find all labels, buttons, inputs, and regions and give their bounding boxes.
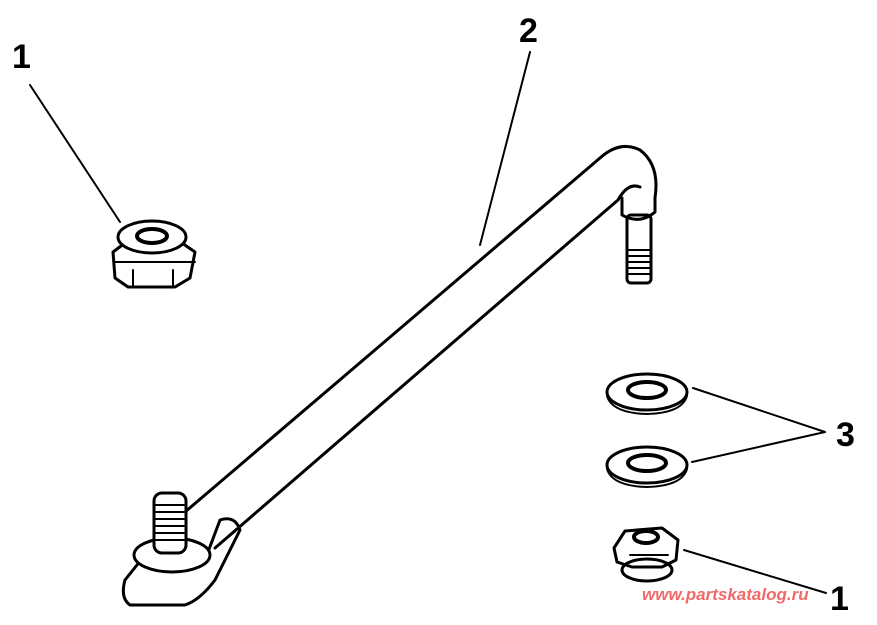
callout-2: 2 — [519, 12, 538, 50]
lock-nut-icon-1 — [111, 219, 197, 289]
link-rod-icon — [121, 144, 658, 607]
callout-1-top: 1 — [12, 38, 31, 76]
lock-nut-icon-2 — [612, 526, 680, 583]
washer-icon-1 — [605, 372, 689, 415]
leader-lines — [29, 51, 827, 594]
callout-3: 3 — [836, 416, 855, 454]
callout-1-bottom: 1 — [830, 580, 849, 618]
washer-icon-2 — [605, 445, 689, 488]
watermark-text: www.partskatalog.ru — [642, 585, 809, 604]
